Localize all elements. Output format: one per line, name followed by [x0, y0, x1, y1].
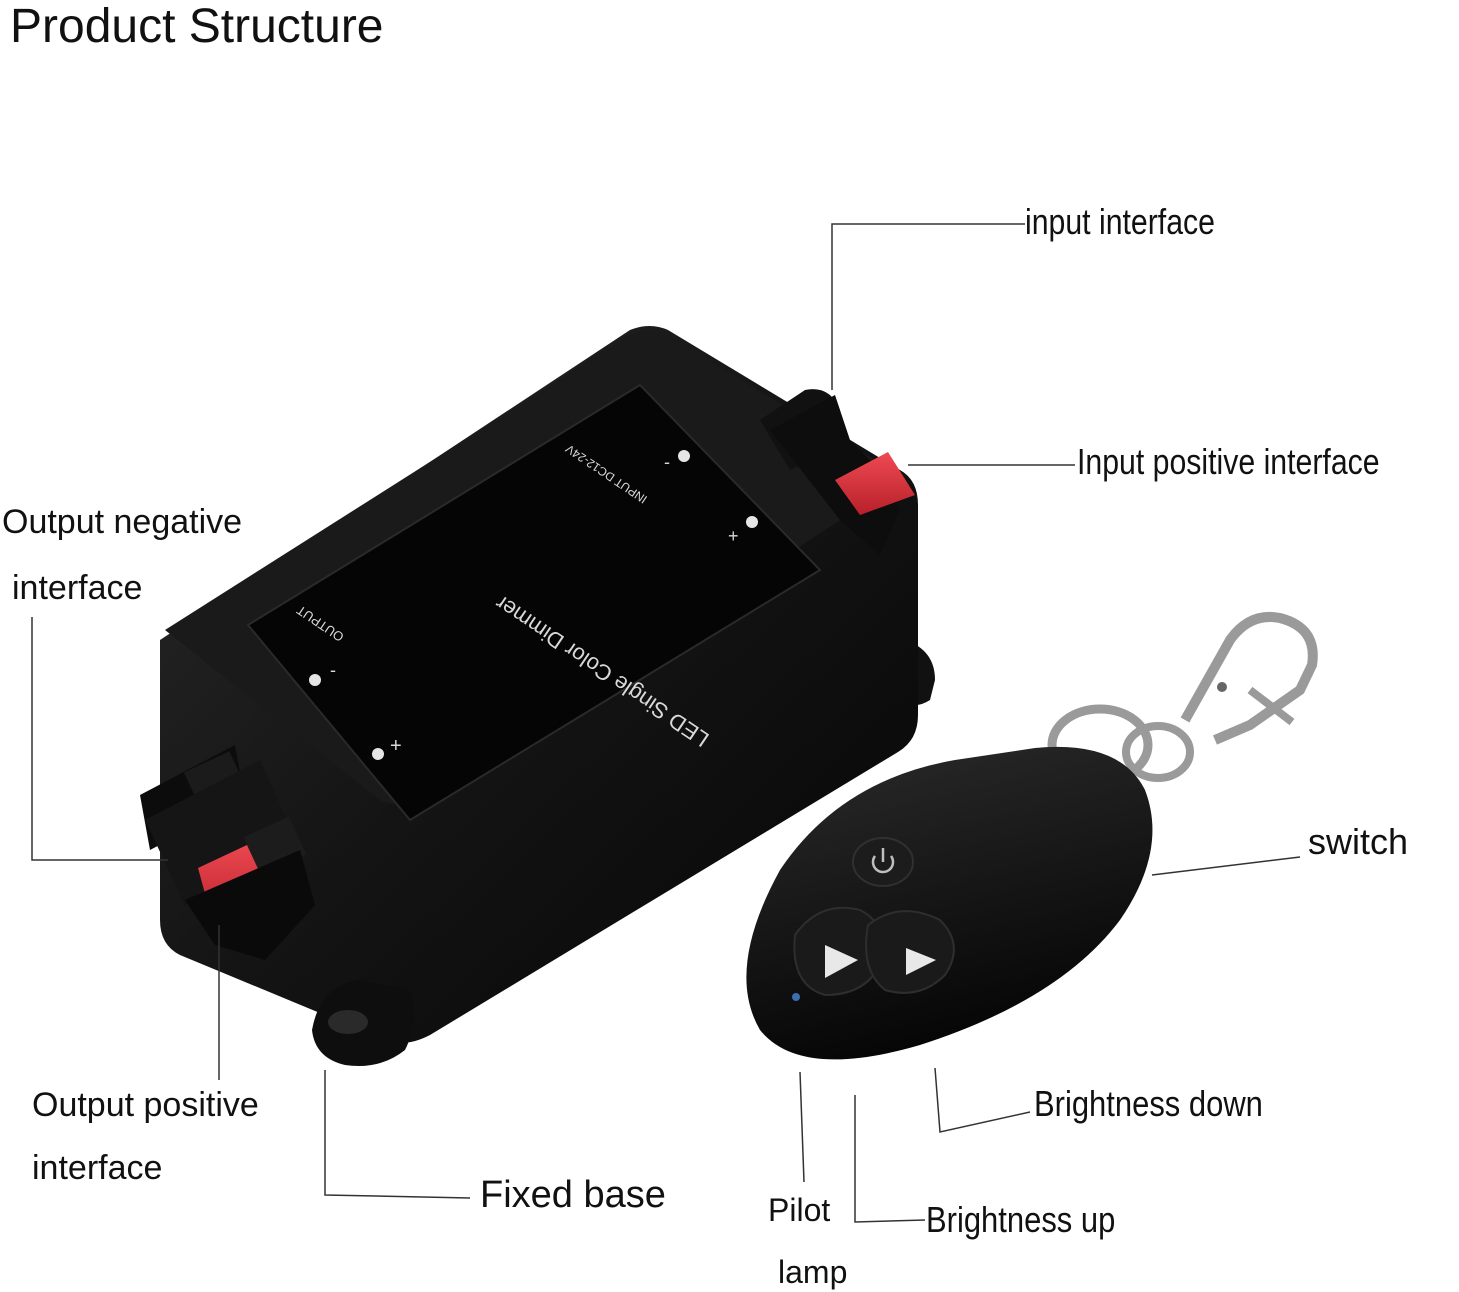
face-panel [246, 383, 822, 822]
output-minus-sign: - [330, 660, 336, 680]
output-minus-dot [309, 674, 321, 686]
leader-brightness-down [934, 1067, 1031, 1133]
leader-pilot-lamp [799, 1071, 805, 1183]
label-output-negative-line1: Output negative [2, 503, 243, 541]
power-icon [871, 848, 895, 874]
input-positive-terminal [835, 452, 915, 515]
label-switch: switch [1308, 821, 1409, 862]
keyring [1047, 612, 1318, 786]
label-brightness-up: Brightness up [926, 1199, 1116, 1240]
output-plus-sign: + [390, 735, 402, 757]
label-output-positive-line2: interface [32, 1149, 163, 1187]
brightness-down-icon [906, 948, 936, 975]
label-output-negative-line2: interface [12, 569, 143, 607]
remote-control [746, 612, 1318, 1060]
dimmer-controller: LED Single Color Dimmer INPUT DC12-24V O… [140, 326, 935, 1066]
leader-brightness-up [854, 1095, 926, 1223]
label-pilot-lamp-line2: lamp [778, 1254, 848, 1290]
brightness-up-icon [825, 945, 858, 978]
input-minus-sign: - [664, 452, 670, 472]
label-input-positive-interface: Input positive interface [1077, 441, 1380, 482]
label-brightness-down: Brightness down [1034, 1083, 1263, 1124]
leader-fixed-base [324, 1070, 471, 1199]
leader-input-interface [831, 223, 1025, 390]
page-title: Product Structure [10, 0, 384, 53]
label-fixed-base: Fixed base [480, 1174, 666, 1216]
pilot-lamp [792, 993, 800, 1001]
label-input-interface: input interface [1025, 201, 1215, 242]
input-plus-dot [746, 516, 758, 528]
leader-output-negative [31, 617, 168, 861]
output-plus-dot [372, 748, 384, 760]
leader-switch [1151, 856, 1301, 876]
input-minus-dot [678, 450, 690, 462]
input-plus-sign: + [728, 526, 739, 546]
leader-lines [31, 223, 1301, 1223]
label-output-positive-line1: Output positive [32, 1086, 259, 1124]
label-pilot-lamp-line1: Pilot [768, 1192, 831, 1228]
input-terminals [760, 389, 915, 555]
output-terminals [140, 745, 315, 960]
